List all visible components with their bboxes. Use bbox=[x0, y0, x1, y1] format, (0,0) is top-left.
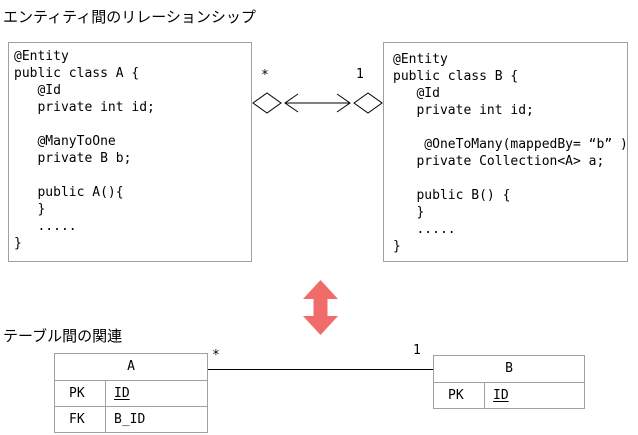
entity-a-code: @Entity public class A { @Id private int… bbox=[14, 49, 155, 251]
aggregation-diamond-left-icon bbox=[252, 92, 282, 114]
db-table-b-pk-label: PK bbox=[434, 383, 485, 408]
entity-box-a: @Entity public class A { @Id private int… bbox=[8, 42, 252, 262]
table-relation-title: テーブル間の関連 bbox=[3, 327, 123, 345]
db-table-b-name: B bbox=[434, 356, 584, 383]
db-table-a-pk-label: PK bbox=[55, 381, 106, 406]
entity-multiplicity-one: 1 bbox=[356, 67, 364, 82]
db-table-b-pk-column: ID bbox=[493, 388, 509, 403]
entity-relationship-title: エンティティ間のリレーションシップ bbox=[3, 8, 256, 26]
db-table-a-pk-column: ID bbox=[114, 386, 130, 401]
db-table-a-fk-label: FK bbox=[55, 407, 106, 432]
table-multiplicity-many: * bbox=[212, 348, 220, 363]
entity-multiplicity-many: * bbox=[261, 68, 269, 83]
table-row: PK ID bbox=[434, 383, 584, 408]
db-table-a: A PK ID FK B_ID bbox=[54, 353, 208, 433]
table-multiplicity-one: 1 bbox=[413, 343, 421, 358]
db-table-a-fk-column: B_ID bbox=[114, 412, 146, 427]
table-row: PK ID bbox=[55, 381, 207, 406]
entity-b-code: @Entity public class B { @Id private int… bbox=[393, 52, 628, 254]
db-table-a-name: A bbox=[55, 354, 207, 381]
table-row: FK B_ID bbox=[55, 406, 207, 432]
entity-box-b: @Entity public class B { @Id private int… bbox=[383, 42, 628, 262]
db-table-b: B PK ID bbox=[433, 355, 585, 409]
aggregation-diamond-right-icon bbox=[353, 92, 383, 114]
arrowhead-right-icon bbox=[336, 93, 351, 113]
table-relation-line bbox=[207, 369, 433, 370]
updown-arrow-icon bbox=[303, 280, 338, 335]
entity-relationship-connector bbox=[252, 92, 383, 114]
updown-arrow-shape bbox=[303, 280, 338, 335]
